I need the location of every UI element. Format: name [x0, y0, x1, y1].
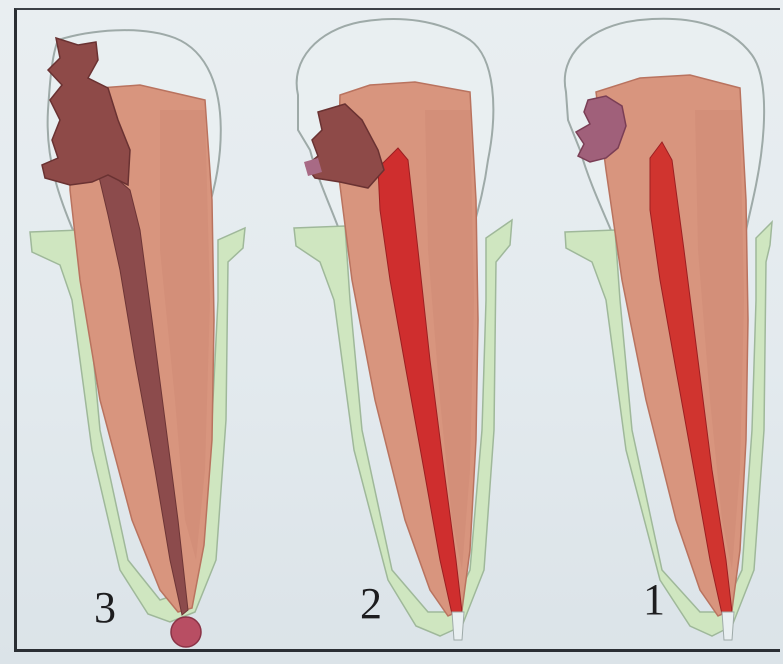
tooth-3	[30, 30, 245, 647]
tooth-2-apex	[452, 612, 464, 640]
tooth-1-apex	[722, 612, 734, 640]
tooth-3-label: 3	[94, 586, 116, 630]
tooth-1-label: 1	[643, 578, 665, 622]
tooth-2-label: 2	[360, 582, 382, 626]
tooth-2	[294, 19, 512, 640]
tooth-1	[565, 19, 772, 640]
tooth-3-abscess	[171, 617, 201, 647]
